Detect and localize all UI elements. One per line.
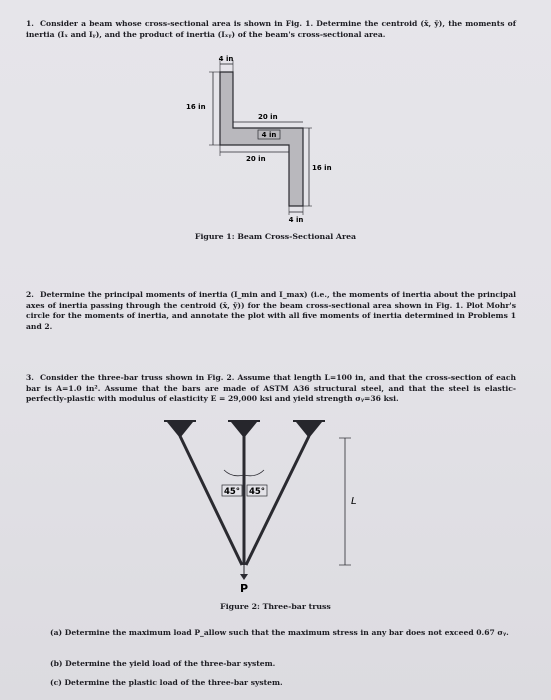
subpart-a: (a) Determine the maximum load P_allow s… (50, 628, 509, 637)
angle-left-label: 45° (224, 487, 240, 497)
figure-2-caption: Figure 2: Three-bar truss (220, 602, 331, 611)
bar-right (244, 435, 311, 566)
dim-left-label: 16 in (186, 103, 206, 111)
angle-arc-right (243, 469, 265, 477)
dim-thickness-box (257, 129, 281, 140)
dim-upper-label: 20 in (258, 113, 278, 121)
problem-text: Determine the principal moments of inert… (26, 290, 516, 331)
support-right (296, 422, 322, 438)
problem-number: 2. (26, 290, 34, 299)
bar-left (178, 435, 244, 566)
subpart-c: (c) Determine the plastic load of the th… (50, 678, 283, 687)
dim-thickness-label: 4 in (262, 131, 277, 139)
problem-text: Consider a beam whose cross-sectional ar… (26, 19, 516, 39)
dim-lower-label: 20 in (246, 155, 266, 163)
angle-right-label: 45° (249, 487, 265, 497)
support-left (167, 422, 193, 438)
problem-number: 1. (26, 19, 34, 28)
angle-arc-left (223, 469, 245, 477)
problem-3: 3.Consider the three-bar truss shown in … (26, 373, 516, 405)
load-label: P (240, 582, 248, 595)
support-center (231, 422, 257, 438)
dim-right-label: 16 in (312, 164, 332, 172)
problem-2: 2.Determine the principal moments of ine… (26, 290, 516, 332)
problem-text: Consider the three-bar truss shown in Fi… (26, 373, 516, 404)
length-label: L (351, 496, 357, 507)
dim-bottom-label: 4 in (289, 216, 304, 224)
problem-number: 3. (26, 373, 34, 382)
figure-1-caption: Figure 1: Beam Cross-Sectional Area (194, 232, 357, 241)
dim-top-label: 4 in (219, 55, 234, 63)
subpart-b: (b) Determine the yield load of the thre… (50, 659, 276, 668)
problem-1: 1.Consider a beam whose cross-sectional … (26, 19, 516, 40)
